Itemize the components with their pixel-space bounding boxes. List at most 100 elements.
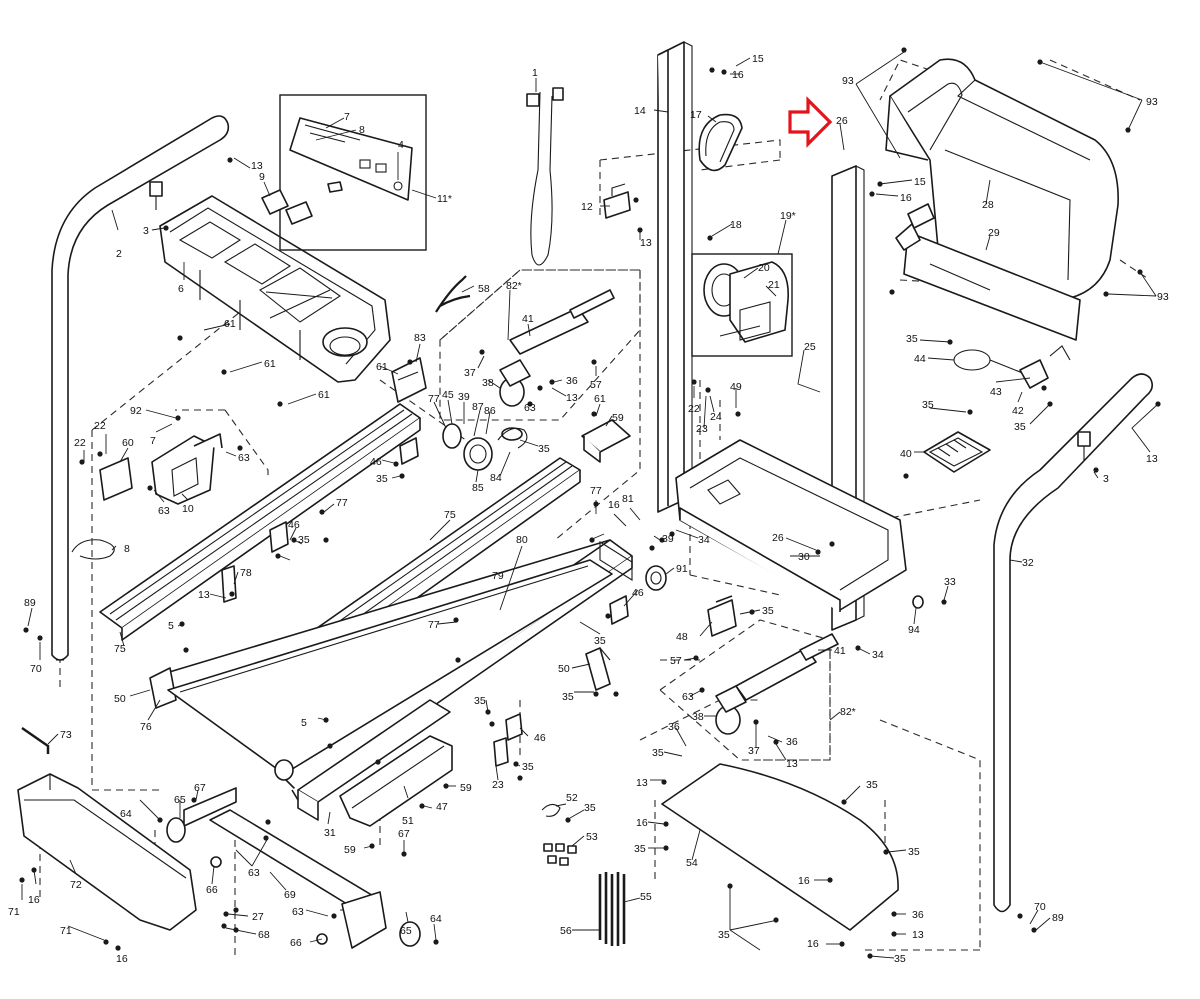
callout-25: 25 — [804, 341, 816, 353]
wire-covers — [581, 419, 631, 463]
allen-wrench — [21, 726, 50, 754]
callout-35: 35 — [522, 761, 534, 773]
callout-37: 37 — [464, 367, 476, 379]
callout-46: 46 — [370, 456, 382, 468]
callout-10: 10 — [182, 503, 194, 515]
lower-motor-bracket — [707, 595, 737, 637]
rail-bracket — [221, 565, 237, 603]
callout-70: 70 — [30, 663, 42, 675]
callout-89: 89 — [24, 597, 36, 609]
callout-63: 63 — [524, 402, 536, 414]
small-brackets — [269, 437, 629, 767]
lower-incline-motor — [659, 619, 839, 761]
callout-7: 7 — [344, 111, 350, 123]
callout-12: 12 — [581, 201, 593, 213]
callout-35: 35 — [298, 534, 310, 546]
callout-61: 61 — [224, 318, 236, 330]
callout-63: 63 — [248, 867, 260, 879]
left-handrail — [51, 115, 230, 661]
front-roller-pulley — [645, 565, 667, 591]
callout-36: 36 — [566, 375, 578, 387]
incline-bracket — [585, 647, 611, 691]
callout-19: 19* — [780, 210, 796, 222]
callout-8: 8 — [359, 124, 365, 136]
callout-75: 75 — [114, 643, 126, 655]
callout-67: 67 — [194, 782, 206, 794]
callout-87: 87 — [472, 401, 484, 413]
callout-54: 54 — [686, 857, 698, 869]
callout-91: 91 — [676, 563, 688, 575]
callout-71: 71 — [8, 906, 20, 918]
callout-57: 57 — [670, 655, 682, 667]
callout-46: 46 — [288, 519, 300, 531]
callout-82: 82* — [840, 706, 856, 718]
callout-93: 93 — [1157, 291, 1169, 303]
callout-16: 16 — [798, 875, 810, 887]
callout-32: 32 — [1022, 557, 1034, 569]
callout-63: 63 — [158, 505, 170, 517]
callout-38: 38 — [692, 711, 704, 723]
drive-motor-wire — [497, 427, 528, 449]
callout-89: 89 — [1052, 912, 1064, 924]
callout-35: 35 — [474, 695, 486, 707]
callout-83: 83 — [414, 332, 426, 344]
callout-61: 61 — [376, 361, 388, 373]
callout-13: 13 — [912, 929, 924, 941]
bottom-plate — [661, 763, 899, 931]
callout-59: 59 — [344, 844, 356, 856]
callout-63: 63 — [292, 906, 304, 918]
callout-29: 29 — [988, 227, 1000, 239]
callout-51: 51 — [402, 815, 414, 827]
callout-35: 35 — [584, 802, 596, 814]
callout-80: 80 — [516, 534, 528, 546]
callout-64: 64 — [120, 808, 132, 820]
walking-deck — [167, 559, 613, 775]
callout-52: 52 — [566, 792, 578, 804]
callout-63: 63 — [682, 691, 694, 703]
callout-40: 40 — [900, 448, 912, 460]
callout-15: 15 — [914, 176, 926, 188]
power-cord — [953, 345, 1071, 389]
callout-35: 35 — [866, 779, 878, 791]
callout-4: 4 — [398, 139, 404, 151]
callout-23: 23 — [696, 423, 708, 435]
callout-26: 26 — [772, 532, 784, 544]
callout-27: 27 — [252, 911, 264, 923]
callout-24: 24 — [710, 411, 722, 423]
callout-49: 49 — [730, 381, 742, 393]
callout-61: 61 — [318, 389, 330, 401]
motor-assembly — [691, 253, 793, 357]
callout-5: 5 — [301, 717, 307, 729]
callout-3: 3 — [1103, 473, 1109, 485]
callout-36: 36 — [912, 909, 924, 921]
callout-55: 55 — [640, 891, 652, 903]
callout-17: 17 — [690, 109, 702, 121]
rear-frame — [297, 699, 453, 827]
drive-pulleys — [442, 423, 523, 471]
callout-16: 16 — [807, 938, 819, 950]
callout-42: 42 — [1012, 405, 1024, 417]
callout-35: 35 — [538, 443, 550, 455]
speed-sensor-assembly — [99, 433, 223, 505]
callout-31: 31 — [324, 827, 336, 839]
callout-66: 66 — [290, 937, 302, 949]
callout-66: 66 — [206, 884, 218, 896]
callout-44: 44 — [914, 353, 926, 365]
callout-16: 16 — [636, 817, 648, 829]
upper-bracket — [603, 183, 631, 219]
callout-92: 92 — [130, 405, 142, 417]
base-frame — [675, 439, 907, 612]
callout-13: 13 — [251, 160, 263, 172]
callout-13: 13 — [1146, 453, 1158, 465]
callout-35: 35 — [562, 691, 574, 703]
callout-35: 35 — [652, 747, 664, 759]
callout-43: 43 — [990, 386, 1002, 398]
callout-2: 2 — [116, 248, 122, 260]
highlight-arrow — [788, 96, 833, 148]
upper-wire-harness — [526, 87, 564, 266]
callout-labels: 1 2 3 3 4 5 5 6 7 7 8 8 9 10 11* 12 13 1… — [8, 53, 1169, 965]
callout-61: 61 — [594, 393, 606, 405]
callout-94: 94 — [908, 624, 920, 636]
callout-16: 16 — [28, 894, 40, 906]
callout-84: 84 — [490, 472, 502, 484]
